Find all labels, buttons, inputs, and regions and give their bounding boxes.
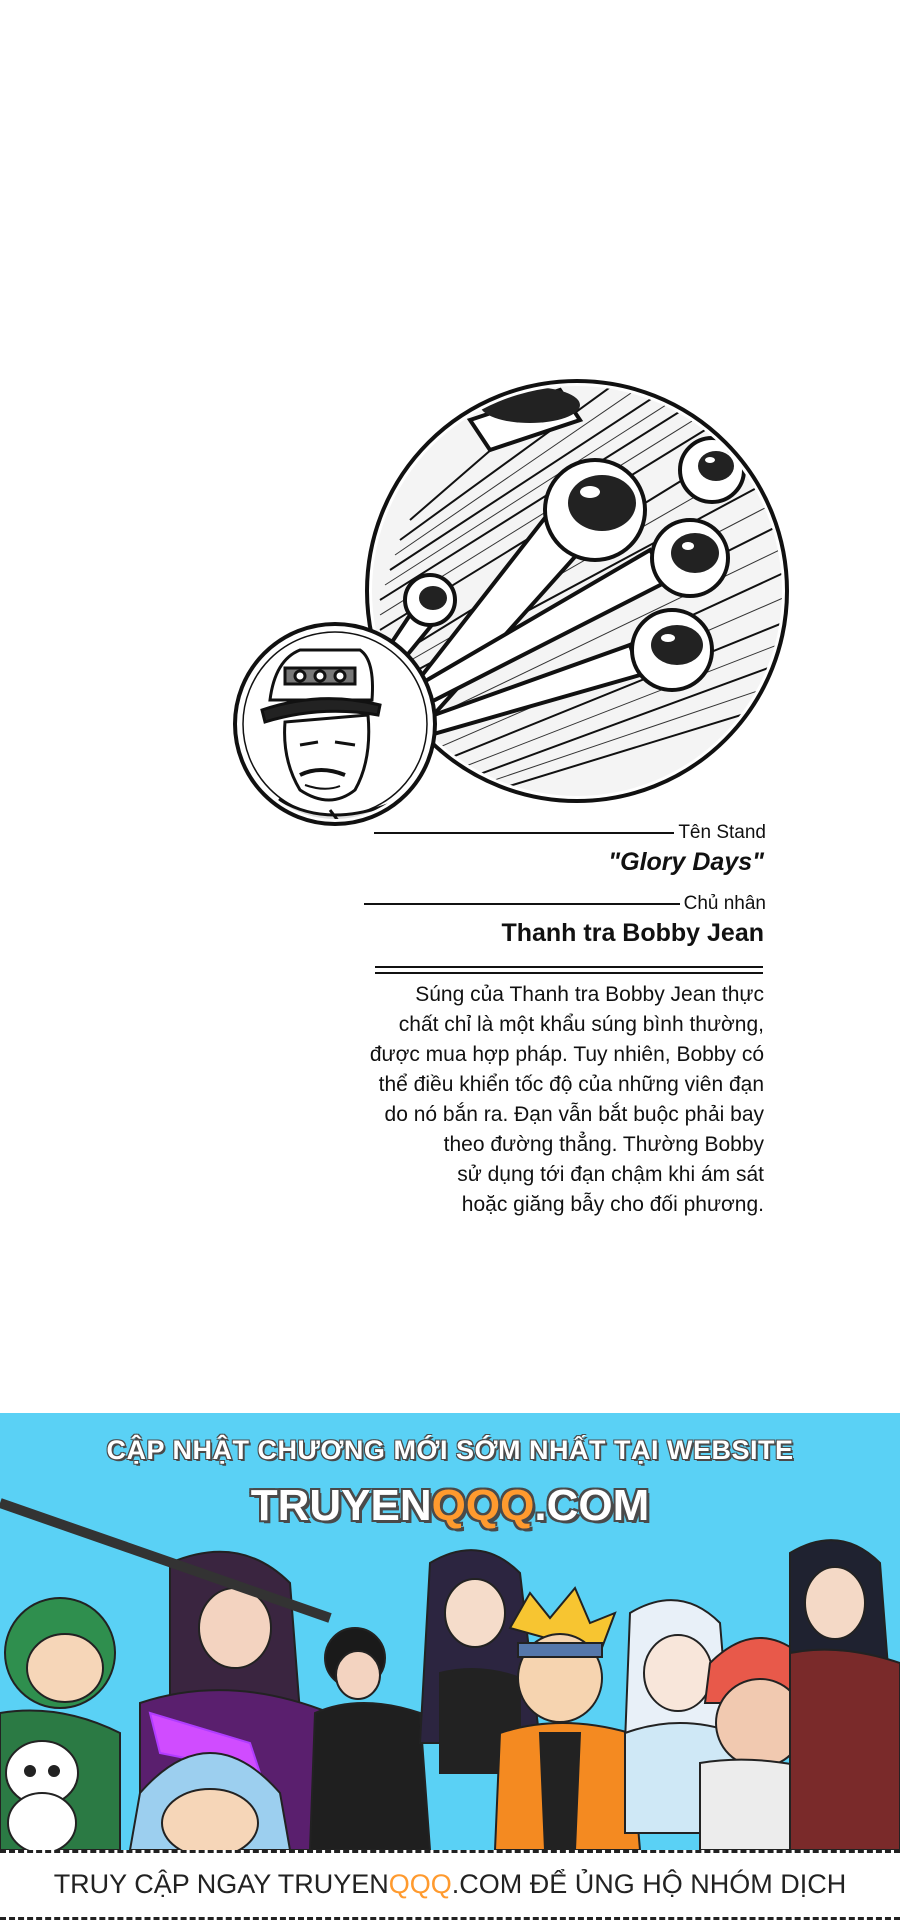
description-line: theo đường thẳng. Thường Bobby xyxy=(443,1133,764,1156)
footer-text[interactable]: TRUY CẬP NGAY TRUYENQQQ.COM ĐỂ ỦNG HỘ NH… xyxy=(0,1869,900,1900)
footer-bar[interactable]: TRUY CẬP NGAY TRUYENQQQ.COM ĐỂ ỦNG HỘ NH… xyxy=(0,1850,900,1920)
owner-label: Chủ nhân xyxy=(683,893,766,914)
footer-text-part: TRUY CẬP NGAY TRUYEN xyxy=(53,1869,389,1899)
description-line: chất chỉ là một khẩu súng bình thường, xyxy=(398,1013,764,1036)
manga-panel-art xyxy=(233,379,789,826)
description-line: do nó bắn ra. Đạn vẫn bắt buộc phải bay xyxy=(384,1103,764,1126)
owner-name: Thanh tra Bobby Jean xyxy=(501,919,764,947)
anime-characters-illustration xyxy=(0,1498,900,1850)
section-divider xyxy=(375,966,763,974)
footer-text-part: QQQ xyxy=(388,1869,452,1899)
label-rule xyxy=(363,903,680,905)
character-portrait-illustration xyxy=(233,622,437,826)
label-rule xyxy=(374,832,675,834)
site-logo-part: QQQ xyxy=(431,1481,535,1530)
banner-headline: CẬP NHẬT CHƯƠNG MỚI SỚM NHẤT TẠI WEBSITE xyxy=(106,1435,794,1465)
description-line: được mua hợp pháp. Tuy nhiên, Bobby có xyxy=(369,1043,764,1066)
banner-site-logo[interactable]: TRUYENQQQ.COM xyxy=(0,1481,900,1531)
description-line: thể điều khiển tốc độ của những viên đạn xyxy=(378,1073,764,1096)
description-line: sử dụng tới đạn chậm khi ám sát xyxy=(457,1163,764,1186)
stand-name-label-row: Tên Stand xyxy=(374,822,766,844)
bullets-circle-illustration xyxy=(365,379,789,803)
stand-description: Súng của Thanh tra Bobby Jean thực chất … xyxy=(344,980,764,1220)
site-logo-part: .COM xyxy=(534,1481,650,1530)
footer-text-part: .COM ĐỂ ỦNG HỘ NHÓM DỊCH xyxy=(451,1869,847,1899)
description-line: hoặc giăng bẫy cho đối phương. xyxy=(461,1193,764,1216)
promo-banner[interactable]: CẬP NHẬT CHƯƠNG MỚI SỚM NHẤT TẠI WEBSITE… xyxy=(0,1413,900,1850)
stand-label: Tên Stand xyxy=(678,822,766,843)
owner-label-row: Chủ nhân xyxy=(363,893,766,915)
site-logo-part: TRUYEN xyxy=(250,1481,432,1530)
description-line: Súng của Thanh tra Bobby Jean thực xyxy=(415,983,764,1006)
stand-name: "Glory Days" xyxy=(608,848,764,876)
